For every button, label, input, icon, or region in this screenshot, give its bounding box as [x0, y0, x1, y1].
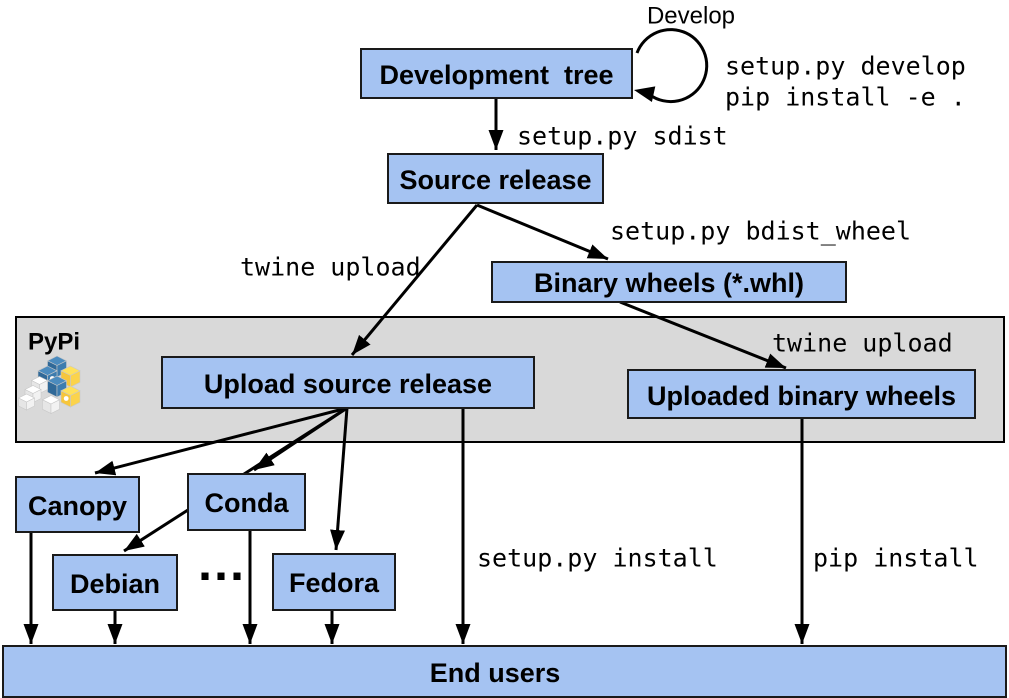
arrow-wheels-to-uploaded	[619, 300, 787, 370]
node-debian: Debian	[52, 554, 178, 611]
binary-wheels-label: Binary wheels (*.whl)	[534, 268, 804, 298]
pypi-band-label: PyPi	[28, 329, 80, 356]
source-release-label: Source release	[399, 165, 591, 195]
end-users-label: End users	[430, 658, 561, 688]
node-canopy: Canopy	[15, 476, 140, 533]
ellipsis-label: ...	[190, 539, 241, 596]
fedora-label: Fedora	[289, 568, 380, 598]
conda-label: Conda	[205, 488, 290, 518]
conda-box	[187, 473, 306, 531]
arrow-upload-to-canopy	[94, 406, 348, 476]
uploaded-binary-wheels-label: Uploaded binary wheels	[647, 381, 956, 411]
node-development-tree: Development tree	[360, 48, 633, 99]
twine-upload-right-label: twine upload	[772, 329, 953, 358]
upload-source-release-box	[161, 356, 535, 409]
node-upload-source-release: Upload source release	[161, 356, 535, 409]
node-end-users: End users	[2, 645, 1007, 698]
node-binary-wheels: Binary wheels (*.whl)	[491, 261, 847, 303]
upload-source-release-label: Upload source release	[204, 369, 492, 399]
node-uploaded-binary-wheels: Uploaded binary wheels	[627, 369, 976, 419]
canopy-label: Canopy	[28, 491, 127, 521]
arrow-develop-selfloop	[634, 28, 709, 104]
binary-wheels-box	[491, 261, 847, 303]
develop-label: Develop	[647, 3, 735, 30]
node-conda: Conda	[187, 473, 306, 531]
arrow-upload-to-fedora	[330, 407, 349, 551]
development-tree-box	[360, 48, 633, 99]
arrow-source-to-wheels	[476, 203, 609, 261]
canopy-box	[15, 476, 140, 533]
setup-develop-label: setup.py develop	[725, 52, 966, 81]
development-tree-label: Development tree	[379, 60, 613, 90]
uploaded-binary-wheels-box	[627, 369, 976, 419]
node-fedora: Fedora	[272, 553, 396, 611]
bdist-wheel-label: setup.py bdist_wheel	[610, 217, 911, 246]
pip-install-e-label: pip install -e .	[725, 83, 966, 112]
pypi-logo-icon	[17, 355, 81, 414]
arrow-source-to-upload	[350, 204, 479, 356]
sdist-label: setup.py sdist	[517, 122, 728, 151]
debian-label: Debian	[70, 569, 160, 599]
pip-install-label: pip install	[813, 544, 979, 573]
twine-upload-left-label: twine upload	[240, 253, 421, 282]
setup-install-label: setup.py install	[477, 544, 718, 573]
debian-box	[52, 554, 178, 611]
end-users-box	[2, 645, 1007, 698]
source-release-box	[387, 153, 604, 204]
node-source-release: Source release	[387, 153, 604, 204]
fedora-box	[272, 553, 396, 611]
